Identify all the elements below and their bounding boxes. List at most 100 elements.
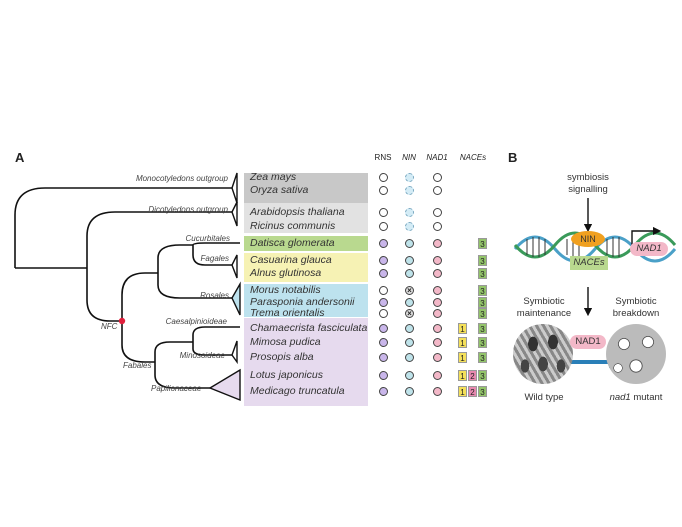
nad1-status-present-icon — [433, 324, 442, 333]
branch-nfc — [86, 268, 122, 322]
promoter-arrow-icon — [631, 226, 662, 245]
nad1-status-present-icon — [433, 256, 442, 265]
column-header-nin: NIN — [402, 153, 416, 162]
clade-label-fagales: Fagales — [200, 254, 229, 263]
naces-element-box: NACEs — [570, 256, 608, 270]
nace-badge-1: 1 — [458, 370, 467, 381]
monocot-triangle — [231, 172, 238, 204]
species-name: Alnus glutinosa — [250, 267, 322, 279]
nace-badge-3: 3 — [478, 268, 487, 279]
nfc-node-marker — [118, 317, 126, 325]
clade-label-fabales: Fabales — [123, 361, 152, 370]
column-header-nad1: NAD1 — [426, 153, 448, 162]
maintenance-title-line2: maintenance — [516, 308, 572, 319]
nad1-status-present-icon — [433, 286, 442, 295]
clade-band — [244, 284, 368, 317]
nad1-status-present-icon — [433, 371, 442, 380]
nace-badge-2: 2 — [468, 386, 477, 397]
rns-status-absent-icon — [379, 173, 388, 182]
maintenance-title-line1: Symbiotic — [523, 296, 565, 307]
species-name: Lotus japonicus — [250, 369, 323, 381]
column-header-naces: NACEs — [459, 153, 487, 162]
branch-caesalpinioideae — [192, 326, 240, 342]
branch-dicot — [86, 211, 232, 268]
species-name: Morus notabilis — [250, 284, 321, 296]
clade-label-nfc: NFC — [101, 322, 118, 331]
nin-status-present-icon — [405, 338, 414, 347]
rns-status-absent-icon — [379, 286, 388, 295]
nin-status-present-icon — [405, 256, 414, 265]
nace-badge-3: 3 — [478, 370, 487, 381]
rns-status-absent-icon — [379, 309, 388, 318]
clade-label-papilionaceae: Papilionaceae — [151, 384, 202, 393]
rns-status-present-icon — [379, 338, 388, 347]
nad1-status-present-icon — [433, 353, 442, 362]
nin-status-present-icon — [405, 353, 414, 362]
branch-upper — [121, 272, 158, 321]
nin-status-present-icon — [405, 387, 414, 396]
clade-band — [244, 173, 368, 203]
nad1-protein-label: NAD1 — [570, 335, 606, 349]
dicot-triangle — [231, 201, 238, 227]
nad1-status-present-icon — [433, 338, 442, 347]
branch-cucurbitales — [192, 242, 240, 246]
nace-badge-3: 3 — [478, 255, 487, 266]
nin-status-present-icon — [405, 298, 414, 307]
mutant-label: nad1 mutant — [596, 392, 676, 404]
panel-a-letter: A — [15, 150, 25, 165]
nin-status-dashed-icon — [405, 186, 414, 195]
nin-status-dashed-icon — [405, 173, 414, 182]
rosales-triangle — [231, 281, 241, 316]
nad1-status-present-icon — [433, 298, 442, 307]
rns-status-absent-icon — [379, 186, 388, 195]
breakdown-title-line2: breakdown — [612, 308, 660, 319]
nace-badge-3: 3 — [478, 386, 487, 397]
clade-label-monocot: Monocotyledons outgroup — [135, 174, 228, 183]
nace-badge-3: 3 — [478, 352, 487, 363]
clade-label-cucurbitales: Cucurbitales — [185, 234, 230, 243]
nace-badge-3: 3 — [478, 337, 487, 348]
species-name: Arabidopsis thaliana — [250, 206, 345, 218]
clade-band — [244, 318, 368, 406]
nad1-status-absent-icon — [433, 208, 442, 217]
column-header-rns: RNS — [374, 153, 392, 162]
nin-status-lost-icon: × — [405, 309, 414, 318]
panel-b-letter: B — [508, 150, 518, 165]
species-name: Casuarina glauca — [250, 254, 332, 266]
branch-rosales — [157, 273, 232, 299]
branch-papilionoid — [154, 362, 210, 389]
nin-status-present-icon — [405, 371, 414, 380]
branch-mimosoid — [154, 341, 193, 362]
nace-badge-1: 1 — [458, 386, 467, 397]
pathway-diagram — [513, 198, 677, 368]
species-name: Zea mays — [250, 171, 297, 183]
clade-label-dicot: Dicotyledons outgroup — [148, 205, 228, 214]
nace-badge-1: 1 — [458, 337, 467, 348]
species-name: Medicago truncatula — [250, 385, 345, 397]
branch-fagales — [192, 245, 232, 266]
rns-status-present-icon — [379, 387, 388, 396]
fagales-triangle — [231, 254, 238, 279]
rns-status-present-icon — [379, 298, 388, 307]
nace-badge-3: 3 — [478, 323, 487, 334]
rns-status-absent-icon — [379, 208, 388, 217]
nin-status-dashed-icon — [405, 222, 414, 231]
nad1-status-absent-icon — [433, 186, 442, 195]
breakdown-title-line1: Symbiotic — [615, 296, 657, 307]
nad1-status-present-icon — [433, 239, 442, 248]
nin-status-dashed-icon — [405, 208, 414, 217]
nad1-status-present-icon — [433, 387, 442, 396]
nin-status-present-icon — [405, 239, 414, 248]
branch-fabales — [121, 321, 155, 363]
species-name: Mimosa pudica — [250, 336, 321, 348]
branch-outgroup — [14, 187, 232, 268]
rns-status-present-icon — [379, 371, 388, 380]
nad1-status-absent-icon — [433, 173, 442, 182]
nad1-mutant-micrograph — [606, 324, 666, 384]
nad1-gene-box: NAD1 — [630, 242, 668, 256]
rns-status-present-icon — [379, 324, 388, 333]
nin-status-lost-icon: × — [405, 286, 414, 295]
species-name: Chamaecrista fasciculata — [250, 322, 368, 334]
clade-band — [244, 236, 368, 251]
clade-label-rosales: Rosales — [200, 291, 229, 300]
